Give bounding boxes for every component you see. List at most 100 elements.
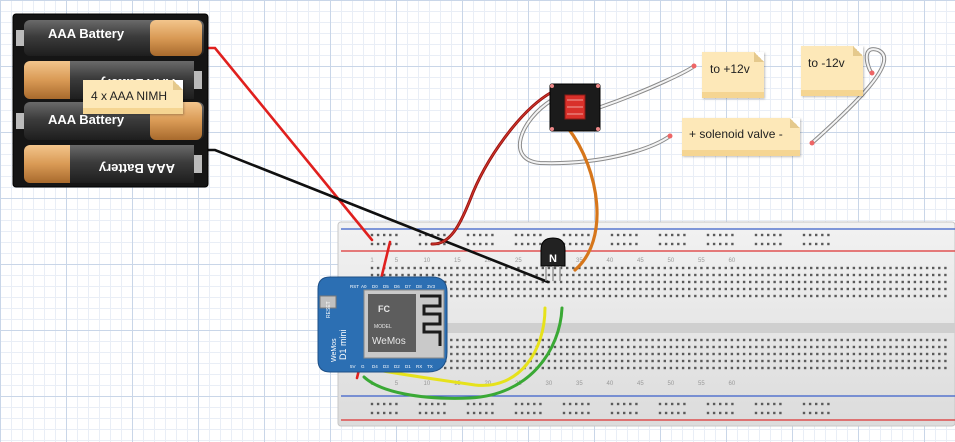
breadboard-hole[interactable]: [767, 233, 770, 237]
breadboard-hole[interactable]: [608, 287, 612, 291]
breadboard-hole[interactable]: [919, 345, 923, 349]
breadboard-hole[interactable]: [803, 359, 807, 363]
breadboard-hole[interactable]: [694, 359, 697, 363]
breadboard-hole[interactable]: [511, 352, 514, 356]
breadboard-hole[interactable]: [938, 294, 941, 298]
breadboard-hole[interactable]: [822, 294, 825, 298]
breadboard-hole[interactable]: [584, 294, 587, 298]
breadboard-hole[interactable]: [572, 359, 575, 363]
breadboard-hole[interactable]: [535, 359, 538, 363]
breadboard-hole[interactable]: [623, 411, 626, 415]
breadboard-hole[interactable]: [498, 266, 502, 270]
breadboard-hole[interactable]: [627, 345, 630, 349]
breadboard-hole[interactable]: [773, 294, 776, 298]
breadboard-hole[interactable]: [505, 294, 508, 298]
breadboard-hole[interactable]: [596, 352, 599, 356]
breadboard-hole[interactable]: [706, 287, 709, 291]
breadboard-hole[interactable]: [761, 294, 764, 298]
breadboard-hole[interactable]: [474, 366, 477, 370]
breadboard-hole[interactable]: [664, 402, 668, 406]
breadboard-hole[interactable]: [718, 338, 721, 342]
breadboard-hole[interactable]: [498, 280, 502, 284]
breadboard-hole[interactable]: [919, 287, 923, 291]
breadboard-hole[interactable]: [730, 359, 734, 363]
breadboard-hole[interactable]: [895, 345, 898, 349]
breadboard-hole[interactable]: [635, 233, 638, 237]
breadboard-hole[interactable]: [511, 366, 514, 370]
breadboard-hole[interactable]: [871, 287, 874, 291]
breadboard-hole[interactable]: [492, 345, 496, 349]
breadboard-hole[interactable]: [761, 345, 764, 349]
breadboard-hole[interactable]: [742, 287, 746, 291]
breadboard-hole[interactable]: [547, 287, 551, 291]
breadboard-hole[interactable]: [498, 366, 502, 370]
breadboard-hole[interactable]: [877, 266, 880, 270]
breadboard-hole[interactable]: [468, 352, 471, 356]
breadboard-hole[interactable]: [889, 294, 892, 298]
breadboard-hole[interactable]: [761, 352, 764, 356]
breadboard-hole[interactable]: [907, 294, 910, 298]
breadboard-hole[interactable]: [424, 402, 428, 406]
breadboard-hole[interactable]: [815, 242, 818, 246]
breadboard-hole[interactable]: [553, 287, 557, 291]
breadboard-hole[interactable]: [492, 280, 496, 284]
breadboard-hole[interactable]: [376, 233, 380, 237]
breadboard-hole[interactable]: [773, 402, 776, 406]
breadboard-hole[interactable]: [553, 280, 557, 284]
breadboard-hole[interactable]: [694, 266, 697, 270]
breadboard-hole[interactable]: [541, 338, 544, 342]
breadboard-hole[interactable]: [657, 266, 660, 270]
breadboard-hole[interactable]: [541, 345, 544, 349]
breadboard-hole[interactable]: [730, 352, 734, 356]
breadboard-hole[interactable]: [754, 242, 758, 246]
breadboard-hole[interactable]: [791, 280, 795, 284]
breadboard-hole[interactable]: [669, 359, 673, 363]
breadboard-hole[interactable]: [389, 233, 392, 237]
wire-yellow[interactable]: [376, 306, 547, 387]
breadboard-hole[interactable]: [486, 294, 490, 298]
breadboard-hole[interactable]: [370, 273, 374, 277]
breadboard-hole[interactable]: [821, 411, 824, 415]
breadboard-hole[interactable]: [913, 266, 917, 270]
breadboard-hole[interactable]: [616, 402, 620, 406]
breadboard-hole[interactable]: [602, 266, 605, 270]
breadboard-hole[interactable]: [389, 411, 392, 415]
breadboard-hole[interactable]: [913, 345, 917, 349]
breadboard-hole[interactable]: [810, 294, 813, 298]
breadboard-hole[interactable]: [383, 411, 386, 415]
breadboard-hole[interactable]: [889, 359, 892, 363]
breadboard-hole[interactable]: [553, 266, 557, 270]
breadboard-hole[interactable]: [547, 273, 551, 277]
breadboard-hole[interactable]: [639, 352, 642, 356]
breadboard-hole[interactable]: [486, 273, 490, 277]
breadboard-hole[interactable]: [694, 287, 697, 291]
breadboard-hole[interactable]: [627, 338, 630, 342]
breadboard-hole[interactable]: [541, 287, 544, 291]
breadboard-hole[interactable]: [527, 233, 530, 237]
breadboard-hole[interactable]: [614, 280, 618, 284]
breadboard-hole[interactable]: [669, 273, 673, 277]
breadboard-hole[interactable]: [541, 294, 544, 298]
breadboard-hole[interactable]: [932, 280, 935, 284]
breadboard-hole[interactable]: [444, 280, 447, 284]
breadboard-hole[interactable]: [779, 233, 782, 237]
breadboard-hole[interactable]: [511, 287, 514, 291]
breadboard-hole[interactable]: [527, 242, 530, 246]
breadboard-hole[interactable]: [919, 366, 923, 370]
breadboard-hole[interactable]: [803, 280, 807, 284]
breadboard-hole[interactable]: [559, 359, 563, 363]
breadboard-hole[interactable]: [608, 352, 612, 356]
breadboard-hole[interactable]: [529, 338, 532, 342]
breadboard-hole[interactable]: [566, 338, 569, 342]
breadboard-hole[interactable]: [852, 294, 856, 298]
breadboard-hole[interactable]: [675, 345, 679, 349]
breadboard-hole[interactable]: [669, 366, 673, 370]
breadboard-hole[interactable]: [883, 345, 886, 349]
breadboard-hole[interactable]: [760, 411, 764, 415]
breadboard-hole[interactable]: [749, 280, 752, 284]
breadboard-hole[interactable]: [785, 273, 788, 277]
breadboard-hole[interactable]: [608, 280, 612, 284]
breadboard-hole[interactable]: [840, 287, 843, 291]
breadboard-hole[interactable]: [749, 359, 752, 363]
breadboard-hole[interactable]: [462, 352, 465, 356]
